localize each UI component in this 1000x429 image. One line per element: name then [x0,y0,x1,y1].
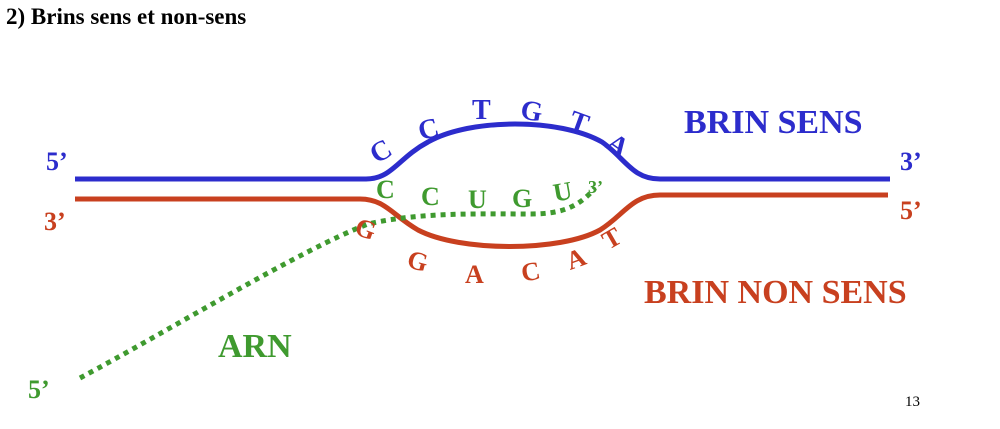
non-sens-base: G [404,245,431,278]
page-title: 2) Brins sens et non-sens [6,4,247,29]
non-sens-strand-line [75,192,888,249]
non-sens-end-5: 5’ [900,196,922,225]
non-sens-end-3: 3’ [44,207,66,236]
arn-end-5: 5’ [28,375,50,404]
arn-base: U [468,185,487,214]
sens-strand-line [75,121,890,182]
arn-end-3: 3’ [588,177,603,197]
arn-base: G [512,184,532,213]
sens-base: T [472,95,491,126]
page-number: 13 [905,394,920,410]
sens-end-3: 3’ [900,147,922,176]
arn-label: ARN [218,328,292,365]
non-sens-base: T [597,222,627,256]
arn-base: C [376,175,395,204]
arn-base: U [551,176,575,208]
sens-end-5: 5’ [46,147,68,176]
non-sens-base: A [562,242,590,276]
sens-base: C [415,112,443,147]
non-sens-label: BRIN NON SENS [644,274,907,311]
sens-base: C [364,133,397,170]
arn-base: C [421,182,440,211]
non-sens-base: G [351,212,380,246]
arn-strand-line [78,186,597,381]
non-sens-base: A [465,260,484,289]
sens-base: A [600,127,635,164]
sens-label: BRIN SENS [684,104,863,141]
non-sens-base: C [519,256,543,288]
